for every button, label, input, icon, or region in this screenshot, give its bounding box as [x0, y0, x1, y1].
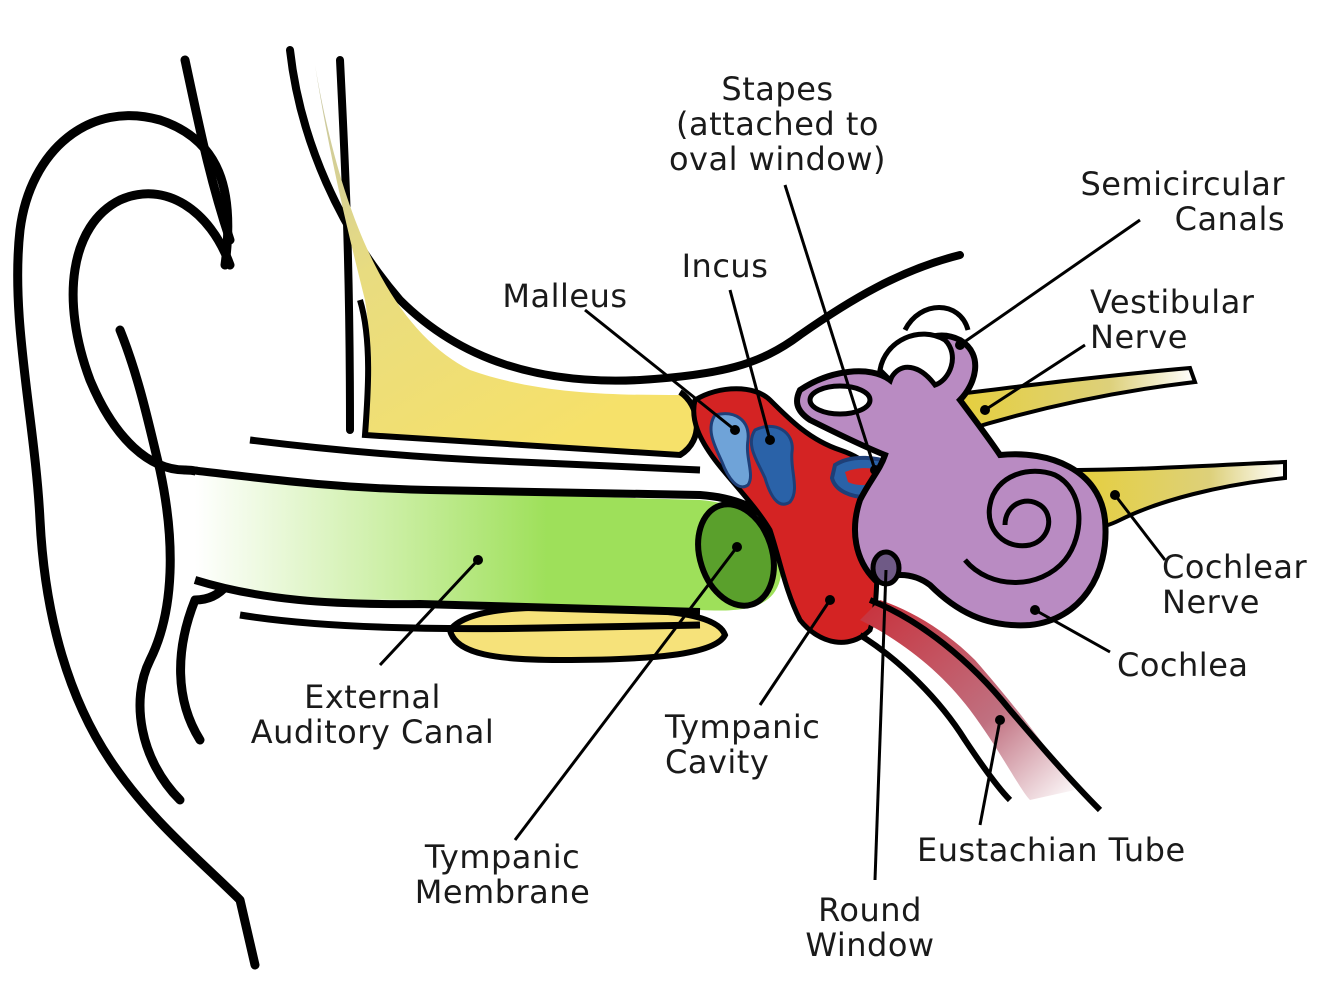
- label-round-window: Round Window: [805, 891, 935, 964]
- label-semicircular-canals: Semicircular Canals: [1080, 165, 1285, 238]
- incus: [749, 424, 796, 506]
- canal-outer-lower: [239, 611, 701, 633]
- leader-dots: [473, 340, 1120, 725]
- eustachian-tube-wall-upper: [868, 597, 1103, 813]
- canal-outer-upper: [249, 436, 701, 474]
- label-eustachian-tube: Eustachian Tube: [917, 831, 1186, 869]
- label-stapes: Stapes (attached to oval window): [668, 70, 887, 178]
- eustachian-tube: [860, 600, 1075, 800]
- upper-temporal-bone: [315, 65, 695, 455]
- label-tympanic-membrane: Tympanic Membrane: [414, 838, 591, 911]
- pinna-outer-helix: [13, 111, 260, 970]
- vestibular-nerve: [947, 365, 1198, 435]
- label-external-auditory-canal: External Auditory Canal: [250, 678, 495, 751]
- cochlea-spiral: [963, 468, 1082, 585]
- tympanic-membrane: [695, 501, 777, 609]
- label-tympanic-cavity: Tympanic Cavity: [665, 708, 821, 781]
- vestibule-and-cochlea: [794, 332, 1109, 629]
- eustachian-tube-wall-lower: [858, 632, 1013, 803]
- inner-ear: [794, 305, 1109, 629]
- label-cochlear-nerve: Cochlear Nerve: [1162, 548, 1308, 621]
- label-cochlea: Cochlea: [1117, 646, 1249, 684]
- leader-lines: [378, 184, 1167, 881]
- pinna-antihelix: [115, 325, 185, 805]
- pinna-inner-helix: [68, 55, 235, 475]
- malleus: [709, 412, 753, 489]
- semicircular-canal-loop-3: [902, 305, 971, 332]
- label-incus: Incus: [681, 247, 769, 285]
- label-vestibular-nerve: Vestibular Nerve: [1090, 283, 1255, 356]
- canal-lower-wall: [193, 576, 701, 616]
- semicircular-canal-loop-2: [877, 331, 955, 388]
- label-malleus: Malleus: [502, 277, 628, 315]
- semicircular-canal-loop-1: [807, 383, 873, 417]
- external-auditory-canal: [195, 470, 782, 611]
